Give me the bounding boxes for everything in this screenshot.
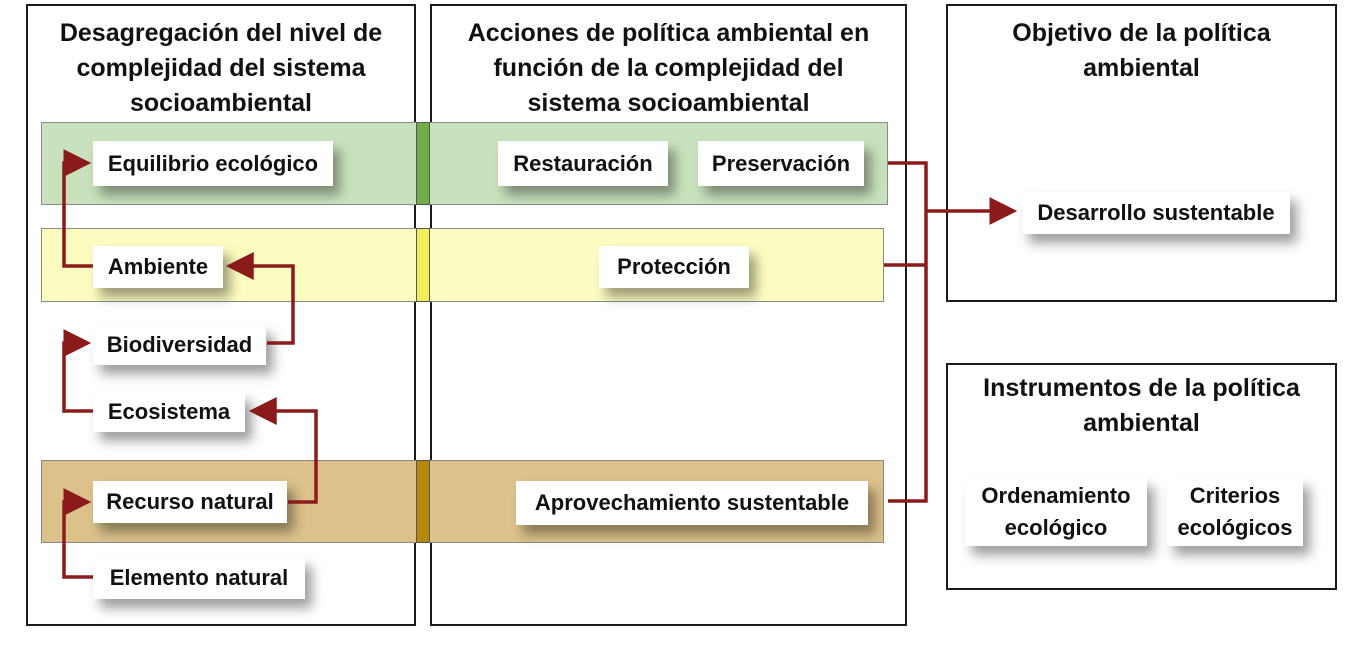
- panel-instrumentos: Instrumentos de la política ambiental: [946, 363, 1337, 590]
- action-preservacion: Preservación: [698, 141, 864, 186]
- level-ecosistema: Ecosistema: [93, 392, 245, 432]
- level-ambiente: Ambiente: [93, 246, 223, 288]
- action-proteccion: Protección: [599, 246, 749, 288]
- level-equilibrio-ecologico: Equilibrio ecológico: [93, 141, 333, 186]
- panel-objetivo: Objetivo de la política ambiental: [946, 4, 1337, 302]
- band-marker-recurso: [416, 460, 430, 543]
- instrument-ordenamiento-ecologico: Ordenamiento ecológico: [965, 478, 1147, 546]
- action-aprovechamiento-sustentable: Aprovechamiento sustentable: [516, 481, 868, 525]
- panel-desagregacion: Desagregación del nivel de complejidad d…: [26, 4, 416, 626]
- panel-title-objetivo: Objetivo de la política ambiental: [1012, 19, 1271, 82]
- panel-title-instrumentos: Instrumentos de la política ambiental: [983, 374, 1300, 437]
- level-biodiversidad: Biodiversidad: [93, 325, 266, 365]
- level-elemento-natural: Elemento natural: [93, 557, 305, 599]
- panel-title-desagregacion: Desagregación del nivel de complejidad d…: [59, 19, 383, 117]
- band-marker-ambiente: [416, 228, 430, 302]
- panel-title-acciones: Acciones de política ambiental en funció…: [467, 19, 870, 117]
- objective-desarrollo-sustentable: Desarrollo sustentable: [1022, 192, 1290, 234]
- action-restauracion: Restauración: [498, 141, 668, 186]
- panel-acciones: Acciones de política ambiental en funció…: [430, 4, 907, 626]
- band-marker-equilibrio: [416, 122, 430, 205]
- instrument-criterios-ecologicos: Criterios ecológicos: [1167, 478, 1303, 546]
- level-recurso-natural: Recurso natural: [93, 481, 287, 523]
